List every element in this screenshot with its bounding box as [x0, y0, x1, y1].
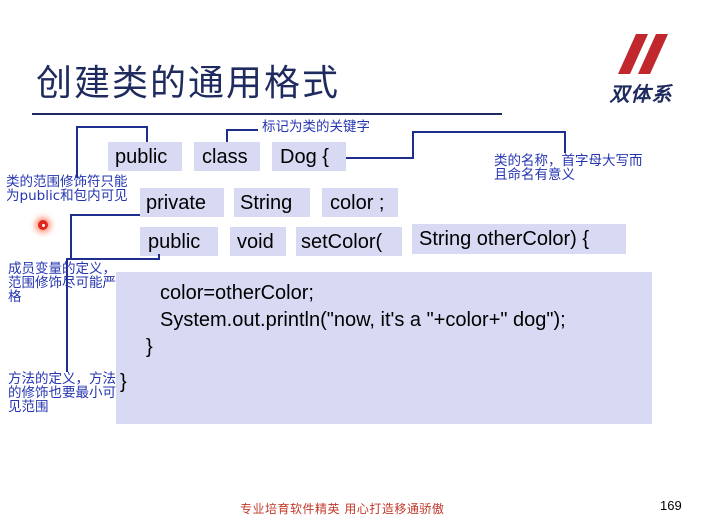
bracket-member-h: [70, 214, 140, 216]
bracket-modifier-right: [146, 126, 148, 142]
bracket-keyword-h: [226, 129, 258, 131]
logo: 双体系: [598, 30, 684, 106]
code-box-dog: [272, 142, 346, 171]
page-number: 169: [660, 498, 682, 513]
annotation-class-name: 类的名称，首字母大写而且命名有意义: [494, 153, 643, 183]
bracket-modifier-top: [76, 126, 148, 128]
code-method-name: setColor(: [301, 231, 383, 253]
code-box-body: [116, 272, 652, 424]
bracket-modifier-left: [76, 126, 78, 178]
code-field-name: color ;: [330, 192, 385, 214]
bracket-classname-top: [412, 131, 566, 133]
code-public-keyword: public: [115, 146, 168, 168]
laser-pointer-icon: [38, 220, 48, 230]
code-class-close: }: [120, 371, 127, 393]
bracket-method-right: [158, 254, 160, 260]
logo-slash-icon: [618, 34, 668, 74]
bracket-classname-right: [564, 131, 566, 153]
code-method-param: String otherColor) {: [419, 228, 590, 250]
annotation-member-variable: 成员变量的定义，范围修饰尽可能严格: [8, 261, 116, 305]
bracket-member-v: [70, 214, 72, 258]
bracket-method-v: [66, 258, 68, 372]
code-class-name: Dog {: [280, 146, 329, 168]
logo-text: 双体系: [609, 82, 673, 106]
code-private-keyword: private: [146, 192, 207, 214]
code-box-class: [194, 142, 260, 171]
bracket-keyword-v: [226, 129, 228, 142]
annotation-method-definition: 方法的定义，方法的修饰也要最小可见范围: [8, 371, 116, 415]
bracket-method-h: [66, 258, 160, 260]
code-box-void: [230, 227, 286, 256]
code-body-line-3: }: [146, 336, 153, 358]
annotation-class-modifier: 类的范围修饰符只能为public和包内可见: [6, 174, 128, 204]
code-box-public-class: [108, 142, 182, 171]
code-box-public-method: [140, 227, 218, 256]
footer-slogan: 专业培育软件精英 用心打造移通骄傲: [240, 502, 445, 516]
slide-title: 创建类的通用格式: [36, 63, 341, 104]
code-class-keyword: class: [202, 146, 248, 168]
code-body-line-1: color=otherColor;: [160, 282, 314, 304]
code-box-color: [322, 188, 398, 217]
bracket-classname-v: [412, 131, 414, 159]
code-box-setcolor: [296, 227, 402, 256]
annotation-class-keyword: 标记为类的关键字: [262, 119, 370, 135]
code-public-method-keyword: public: [148, 231, 201, 253]
code-body-line-2: System.out.println("now, it's a "+color+…: [160, 309, 566, 331]
bracket-classname-h: [346, 157, 414, 159]
code-box-param: [412, 224, 626, 254]
code-box-private: [140, 188, 224, 217]
code-void-keyword: void: [237, 231, 274, 253]
title-underline: [32, 113, 502, 115]
code-box-string: [234, 188, 310, 217]
code-string-type: String: [240, 192, 293, 214]
